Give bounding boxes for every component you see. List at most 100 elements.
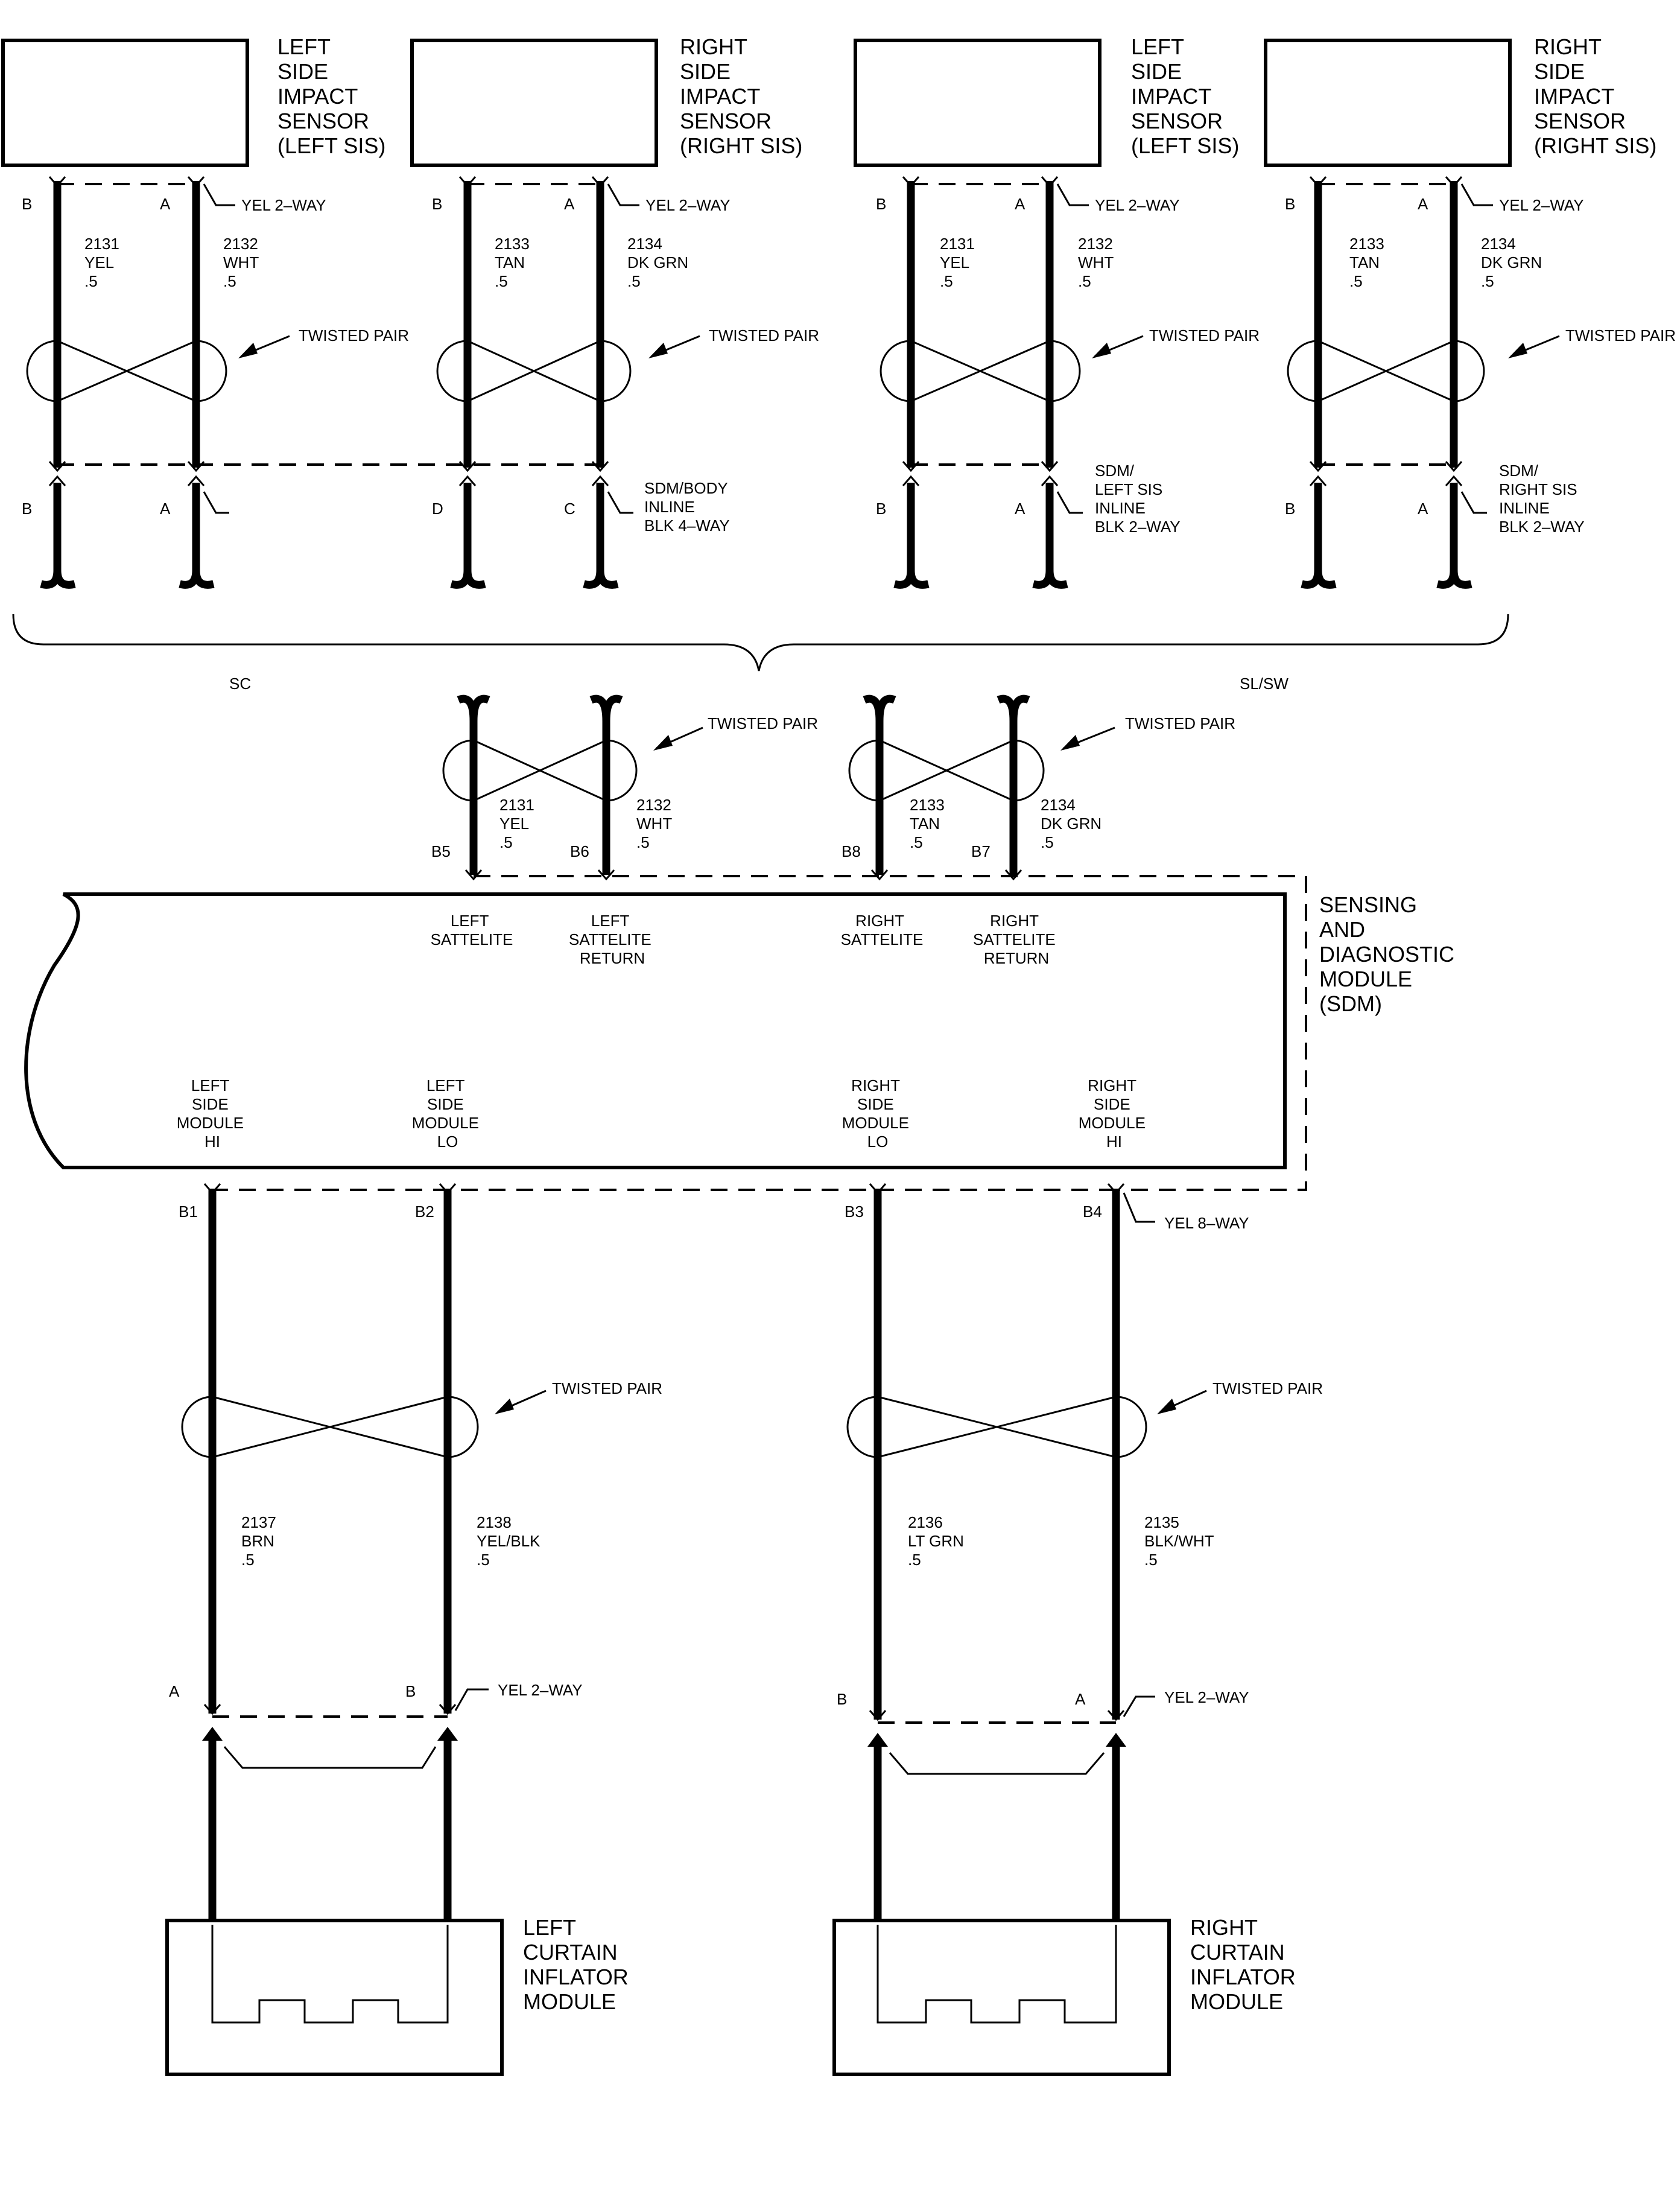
pin-label-b7: B7: [971, 842, 991, 860]
pin-label: B: [876, 195, 886, 213]
sensor-box: [1264, 39, 1512, 167]
pin-label: A: [160, 195, 171, 213]
leader-line: [203, 491, 229, 514]
pin-label-b3: B3: [845, 1203, 864, 1221]
leader-line: [1056, 183, 1089, 206]
pin-label: B: [405, 1682, 416, 1700]
sdm-connector-outline: [474, 875, 1307, 1191]
sensor-label: LEFT SIDE IMPACT SENSOR (LEFT SIS): [277, 34, 385, 158]
wire-label-2136: 2136 LT GRN .5: [908, 1513, 968, 1569]
leader-line: [1123, 1695, 1155, 1717]
wire-label-2132: 2132 WHT .5: [223, 235, 263, 290]
arrow-head: [238, 343, 258, 358]
pin-label: B: [837, 1690, 847, 1708]
twisted-pair-symbol-right-curtain: [846, 1396, 1147, 1458]
twisted-pair-symbol: [880, 340, 1081, 402]
pin-label-b1: B1: [179, 1203, 198, 1221]
arrow-head: [1157, 1399, 1176, 1414]
sensor-label: LEFT SIDE IMPACT SENSOR (LEFT SIS): [1131, 34, 1239, 158]
left-side-impact-sensor-sc: LEFT SIDE IMPACT SENSOR (LEFT SIS) B A Y…: [1, 34, 409, 518]
connector-label: YEL 2–WAY: [1164, 1688, 1249, 1706]
wire-label-2131: 2131 YEL .5: [84, 235, 124, 290]
pin-label: B: [1285, 500, 1295, 518]
twisted-pair-label: TWISTED PAIR: [552, 1379, 662, 1397]
module-label: LEFT CURTAIN INFLATOR MODULE: [523, 1915, 635, 2014]
wire-label-2131: 2131 YEL .5: [499, 796, 539, 851]
wire-label-2133: 2133 TAN .5: [495, 235, 534, 290]
right-side-impact-sensor-sl: RIGHT SIDE IMPACT SENSOR (RIGHT SIS) B A…: [1264, 34, 1676, 536]
pin-label-b5: B5: [431, 842, 451, 860]
pin-label-b8: B8: [842, 842, 861, 860]
twisted-pair-symbol: [1287, 340, 1485, 402]
terminal-right-sattelite-return: RIGHT SATTELITE RETURN: [973, 912, 1060, 967]
pin-label-b2: B2: [415, 1203, 434, 1221]
sdm-name: SENSING AND DIAGNOSTIC MODULE (SDM): [1319, 892, 1460, 1016]
leader-line: [454, 1688, 489, 1711]
inline-connector-label: SDM/ RIGHT SIS INLINE BLK 2–WAY: [1499, 462, 1585, 536]
leader-line: [1460, 491, 1487, 514]
wire-label-2134: 2134 DK GRN .5: [627, 235, 693, 290]
arrow-head: [1508, 343, 1527, 358]
pin-label: A: [1075, 1690, 1086, 1708]
wire-label-2133: 2133 TAN .5: [1349, 235, 1389, 290]
terminal-ticks: [902, 176, 1059, 472]
twisted-pair-symbol-sdm-right: [848, 739, 1045, 802]
left-curtain-inflator-module: LEFT CURTAIN INFLATOR MODULE: [165, 1915, 635, 2076]
sdm-output-wires: [203, 1183, 1125, 1721]
twisted-pair-label: TWISTED PAIR: [1565, 326, 1676, 345]
right-side-impact-sensor-sc: RIGHT SIDE IMPACT SENSOR (RIGHT SIS) B A…: [196, 34, 819, 535]
pin-label: C: [564, 500, 575, 518]
arrow-head: [648, 343, 668, 358]
connector-label: YEL 2–WAY: [498, 1681, 583, 1699]
leader-line: [1056, 491, 1083, 514]
terminal-ticks: [48, 176, 205, 472]
terminal-right-side-module-hi: RIGHT SIDE MODULE HI: [1079, 1076, 1150, 1151]
pin-label: A: [1418, 195, 1428, 213]
twisted-pair-label: TWISTED PAIR: [1149, 326, 1260, 345]
terminal-left-sattelite-return: LEFT SATTELITE RETURN: [569, 912, 656, 967]
sensor-box: [1, 39, 249, 167]
sensor-box: [410, 39, 658, 167]
terminal-right-side-module-lo: RIGHT SIDE MODULE LO: [842, 1076, 913, 1151]
pin-label: B: [22, 500, 32, 518]
wire-label-2134: 2134 DK GRN .5: [1481, 235, 1546, 290]
wire-label-2137: 2137 BRN .5: [241, 1513, 281, 1569]
pin-label: A: [160, 500, 171, 518]
pin-label-b4: B4: [1083, 1203, 1102, 1221]
arrow-head: [653, 735, 673, 751]
pin-label: A: [169, 1682, 180, 1700]
connector-label-yel-8-way: YEL 8–WAY: [1164, 1214, 1249, 1232]
twisted-pair-label: TWISTED PAIR: [709, 326, 819, 345]
sensor-label: RIGHT SIDE IMPACT SENSOR (RIGHT SIS): [1534, 34, 1656, 158]
sdm-input-wires: [457, 694, 1030, 881]
connector-label: YEL 2–WAY: [241, 196, 326, 214]
wire-label-2135: 2135 BLK/WHT .5: [1144, 1513, 1218, 1569]
variant-label-sl-sw: SL/SW: [1240, 675, 1289, 693]
wire-label-2133: 2133 TAN .5: [910, 796, 949, 851]
connector-label: YEL 2–WAY: [645, 196, 731, 214]
pin-label: B: [1285, 195, 1295, 213]
terminal-left-side-module-hi: LEFT SIDE MODULE HI: [177, 1076, 248, 1151]
arrow-head: [1060, 735, 1080, 751]
pin-label: A: [1418, 500, 1428, 518]
pin-label-b6: B6: [570, 842, 589, 860]
sdm-body: [24, 892, 1287, 1169]
pin-label: B: [876, 500, 886, 518]
pin-label: B: [432, 195, 442, 213]
arrow-head: [495, 1399, 514, 1414]
twisted-pair-symbol-left-curtain: [181, 1396, 479, 1458]
wire-label-2131: 2131 YEL .5: [940, 235, 979, 290]
right-curtain-inflator-module: RIGHT CURTAIN INFLATOR MODULE: [832, 1915, 1296, 2076]
pin-label: A: [564, 195, 575, 213]
inline-connector-wire-ends: [40, 475, 1472, 589]
wire-label-2138: 2138 YEL/BLK .5: [477, 1513, 545, 1569]
arrow-head: [1092, 343, 1111, 358]
terminal-ticks: [458, 176, 609, 472]
leader-line: [1123, 1192, 1155, 1223]
module-box: [165, 1919, 504, 2076]
left-side-impact-sensor-sl: LEFT SIDE IMPACT SENSOR (LEFT SIS) B A Y…: [854, 34, 1260, 536]
twisted-pair-label: TWISTED PAIR: [708, 714, 818, 732]
squib-element: [876, 1925, 1117, 2024]
wire-label-2134: 2134 DK GRN .5: [1041, 796, 1106, 851]
